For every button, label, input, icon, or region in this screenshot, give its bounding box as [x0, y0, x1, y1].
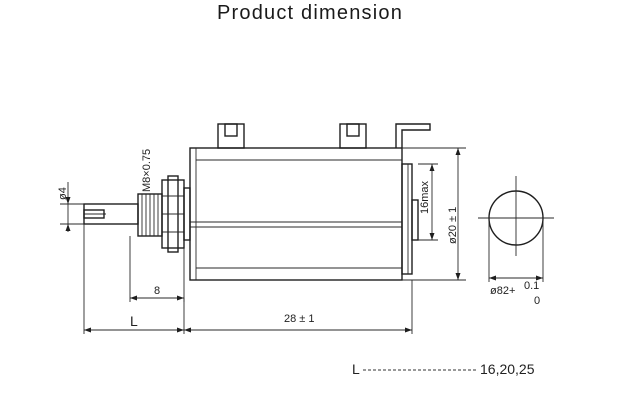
overall-length-dimension	[83, 224, 184, 334]
page-title: Product dimension	[216, 2, 404, 24]
end-view	[478, 176, 554, 282]
legend-values: 16,20,25	[480, 361, 535, 377]
body-diameter-label: ø20 ± 1	[447, 207, 459, 244]
end-diameter-label: ø82+	[490, 285, 515, 297]
end-diameter-upper-tolerance: 0.1	[524, 280, 539, 292]
bushing-length-dimension	[129, 236, 185, 302]
terminal-left	[217, 123, 245, 149]
shaft-diameter-dimension	[60, 182, 84, 232]
threaded-bushing	[137, 193, 163, 237]
body-diameter-dimension	[402, 147, 466, 281]
overall-length-label: L	[130, 313, 138, 329]
body-length-label: 28 ± 1	[284, 313, 315, 325]
body-length-dimension	[183, 280, 413, 334]
back-cap	[401, 163, 419, 275]
length-legend: L 16,20,25	[352, 361, 535, 377]
terminal-rear	[395, 123, 431, 148]
height-max-dimension	[418, 163, 438, 241]
shaft	[83, 203, 139, 225]
bushing-nut	[161, 175, 191, 253]
height-max-label: 16max	[419, 180, 431, 214]
thread-label: M8×0.75	[141, 149, 153, 192]
terminal-right	[339, 123, 367, 149]
potentiometer-body	[189, 147, 403, 281]
end-diameter-lower-tolerance: 0	[534, 295, 540, 307]
bushing-length-label: 8	[154, 285, 160, 297]
shaft-diameter-label: ø4	[57, 187, 69, 200]
legend-key: L	[352, 361, 360, 377]
